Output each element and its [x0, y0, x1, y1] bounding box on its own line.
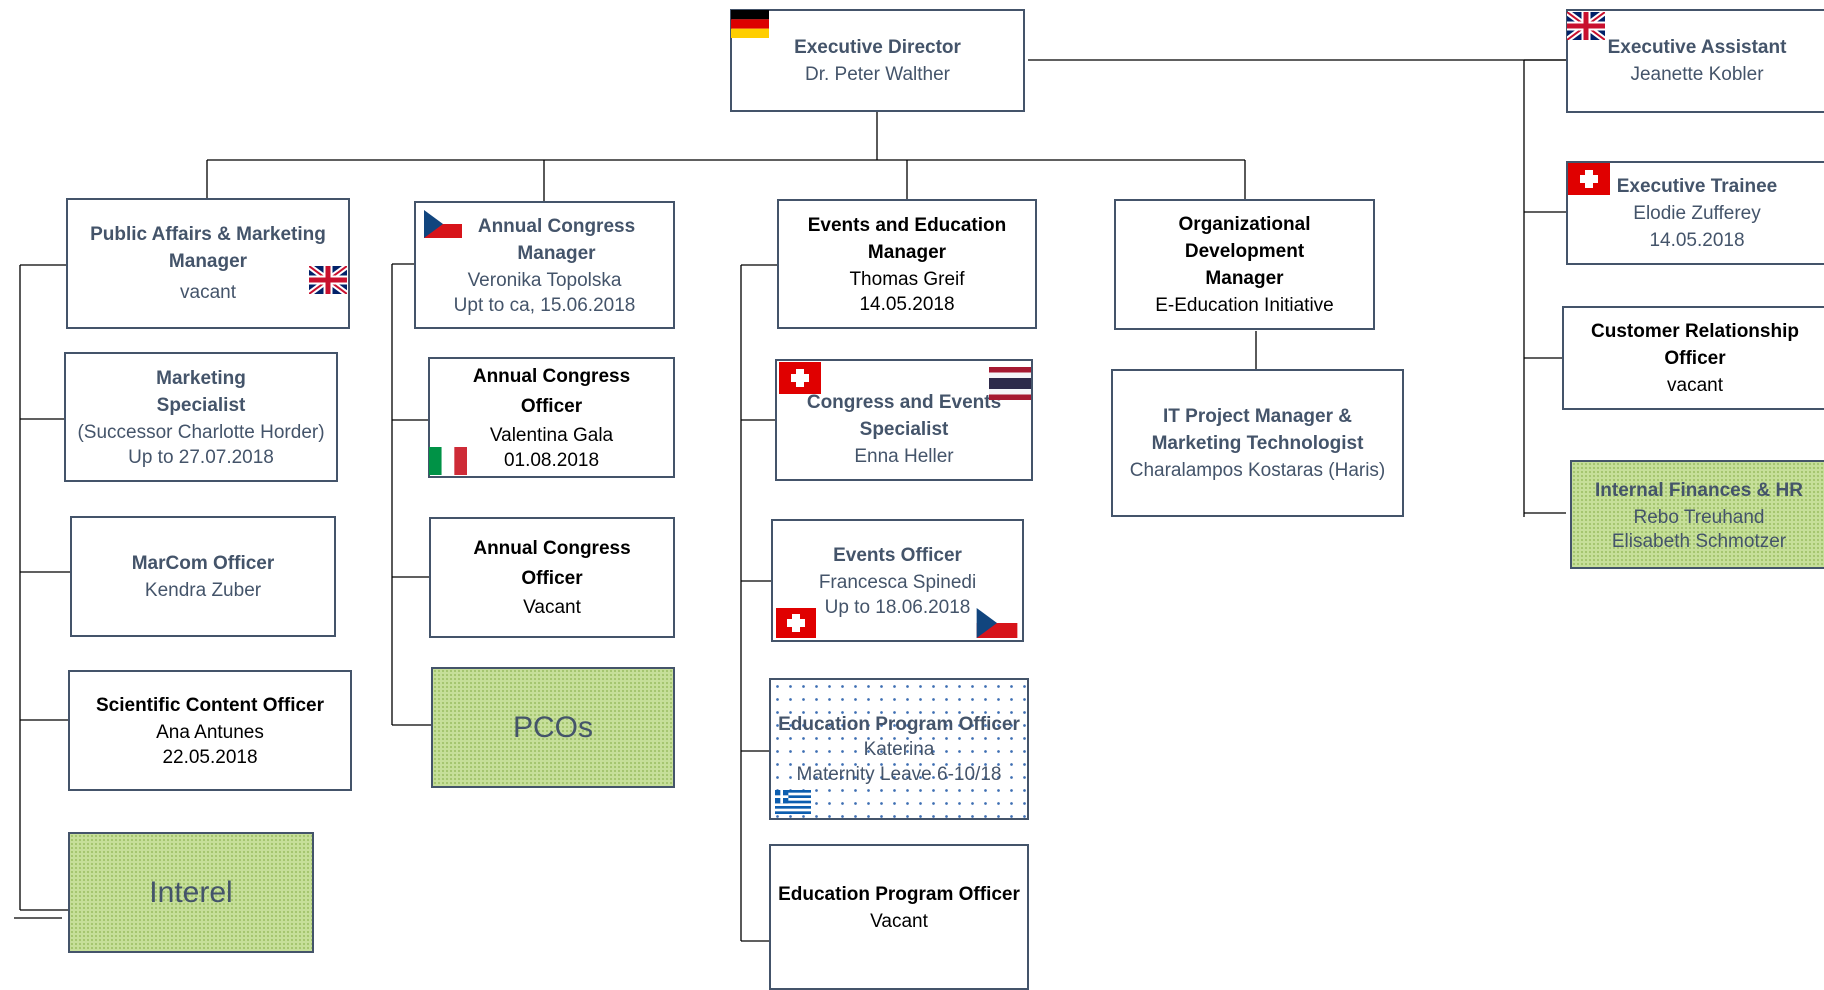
node-title: Annual Congress Officer	[473, 538, 631, 589]
node-line: Vacant	[870, 911, 928, 932]
node-line: Up to 27.07.2018	[128, 446, 274, 468]
node-interel: Interel	[68, 832, 314, 953]
node-line: 14.05.2018	[1649, 229, 1745, 251]
node-executive-director: Executive Director Dr. Peter Walther	[730, 9, 1025, 112]
node-internal-finances-hr: Internal Finances & HR Rebo Treuhand Eli…	[1570, 460, 1824, 569]
flag-switzerland-icon	[1568, 163, 1610, 195]
node-line: (Successor Charlotte Horder)	[77, 421, 325, 443]
node-line: E-Education Initiative	[1155, 294, 1334, 316]
node-line: Elodie Zufferey	[1633, 202, 1761, 224]
node-title: IT Project Manager & Marketing Technolog…	[1151, 405, 1364, 454]
node-title: Scientific Content Officer	[95, 694, 325, 716]
node-title: Interel	[149, 876, 233, 909]
node-annual-congress-officer-2: Annual Congress Officer Vacant	[429, 517, 675, 638]
node-title: Executive Trainee	[1616, 175, 1778, 197]
node-line: Ana Antunes	[156, 721, 264, 743]
node-line: Elisabeth Schmotzer	[1611, 530, 1787, 552]
node-organizational-development-manager: Organizational Development Manager E-Edu…	[1114, 199, 1375, 330]
node-title: Congress and Events Specialist	[806, 391, 1002, 440]
node-line: Thomas Greif	[849, 268, 965, 290]
node-executive-trainee: Executive Trainee Elodie Zufferey 14.05.…	[1566, 161, 1824, 265]
flag-czech-icon	[424, 210, 462, 238]
node-line: Vacant	[523, 597, 581, 618]
node-title: PCOs	[512, 711, 593, 744]
node-title: Events and Education Manager	[807, 214, 1007, 263]
node-education-program-officer-2: Education Program Officer Vacant	[769, 844, 1029, 990]
node-line: Maternity Leave 6-10/18	[796, 763, 1002, 785]
node-line: Valentina Gala	[489, 425, 614, 446]
node-title: MarCom Officer	[131, 552, 275, 574]
node-line: Jeanette Kobler	[1630, 64, 1764, 85]
node-line: 22.05.2018	[162, 746, 258, 768]
node-line: Charalampos Kostaras (Haris)	[1129, 459, 1386, 481]
node-title: Executive Director	[794, 36, 961, 58]
node-scientific-content-officer: Scientific Content Officer Ana Antunes 2…	[68, 670, 352, 791]
node-line: Francesca Spinedi	[818, 571, 977, 593]
node-it-project-manager: IT Project Manager & Marketing Technolog…	[1111, 369, 1404, 517]
node-title: Events Officer	[833, 544, 962, 566]
flag-greece-icon	[775, 790, 811, 814]
node-title: Marketing Specialist	[156, 367, 246, 416]
node-annual-congress-officer-1: Annual Congress Officer Valentina Gala 0…	[428, 357, 675, 478]
node-title: Customer Relationship Officer	[1591, 320, 1799, 369]
node-line: Upt to ca, 15.06.2018	[453, 294, 636, 316]
node-title: Annual Congress Officer	[472, 366, 631, 417]
node-title: Internal Finances & HR	[1595, 479, 1803, 501]
flag-switzerland-icon	[776, 608, 816, 638]
node-title: Public Affairs & Marketing Manager	[90, 224, 326, 272]
flag-italy-icon	[429, 447, 467, 475]
node-line: Dr. Peter Walther	[804, 63, 950, 85]
flag-germany-icon	[731, 10, 769, 38]
node-title: Organizational Development Manager	[1178, 213, 1311, 289]
node-public-affairs-marketing-manager: Public Affairs & Marketing Manager vacan…	[66, 198, 350, 329]
node-events-education-manager: Events and Education Manager Thomas Grei…	[777, 199, 1037, 329]
node-title: Education Program Officer	[778, 884, 1020, 905]
node-line: 14.05.2018	[859, 293, 955, 315]
node-line: Up to 18.06.2018	[824, 596, 971, 618]
flag-thailand-icon	[989, 367, 1031, 400]
node-line: vacant	[180, 282, 236, 303]
node-title: Education Program Officer	[778, 713, 1020, 735]
node-pcos: PCOs	[431, 667, 675, 788]
flag-uk-icon	[1567, 12, 1605, 40]
node-customer-relationship-officer: Customer Relationship Officer vacant	[1562, 306, 1824, 410]
node-line: Katerina	[863, 738, 935, 760]
node-line: 01.08.2018	[503, 450, 600, 471]
flag-switzerland-icon	[779, 362, 821, 394]
node-line: Enna Heller	[854, 445, 954, 467]
node-executive-assistant: Executive Assistant Jeanette Kobler	[1566, 9, 1824, 113]
node-line: Rebo Treuhand	[1633, 506, 1765, 528]
node-education-program-officer-1: Education Program Officer Katerina Mater…	[769, 678, 1029, 820]
node-line: Veronika Topolska	[467, 269, 622, 291]
flag-czech-icon	[976, 608, 1018, 638]
node-marketing-specialist: Marketing Specialist (Successor Charlott…	[64, 352, 338, 482]
node-line: vacant	[1667, 374, 1723, 396]
node-line: Kendra Zuber	[144, 579, 262, 601]
node-marcom-officer: MarCom Officer Kendra Zuber	[70, 516, 336, 637]
node-title: Executive Assistant	[1607, 37, 1787, 58]
node-title: Annual Congress Manager	[477, 215, 636, 264]
flag-uk-icon	[309, 266, 347, 294]
